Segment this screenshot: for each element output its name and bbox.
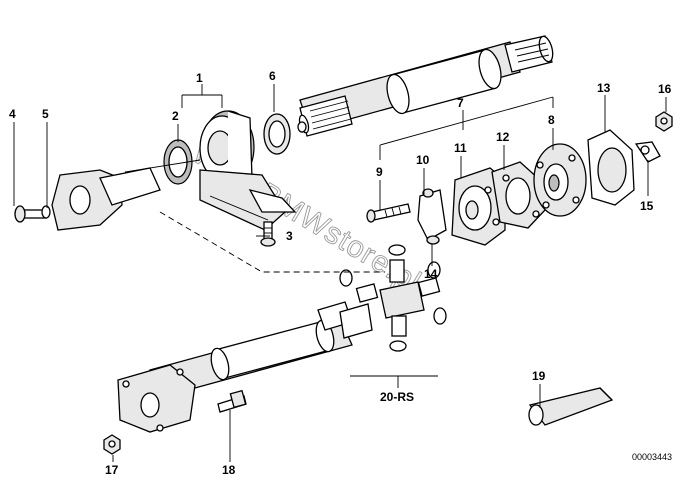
callout-12: 12 — [496, 130, 510, 144]
callout-3: 3 — [286, 229, 293, 243]
guibo-coupling[interactable] — [533, 143, 587, 217]
callout-6: 6 — [269, 69, 276, 83]
callout-labels: 1 2 3 4 5 6 7 8 9 10 11 12 13 14 15 16 1… — [9, 69, 672, 477]
flex-disc-bolt[interactable] — [366, 203, 411, 223]
callout-17: 17 — [105, 463, 119, 477]
hex-nut[interactable] — [655, 111, 673, 132]
yoke-bolt[interactable] — [14, 205, 51, 223]
callout-8: 8 — [548, 113, 555, 127]
callout-14: 14 — [424, 267, 438, 281]
assembly-dashed-line — [159, 211, 385, 273]
self-locking-nut[interactable] — [103, 434, 121, 455]
callout-15: 15 — [640, 199, 654, 213]
flange-yoke[interactable] — [51, 159, 201, 231]
callout-7: 7 — [457, 96, 464, 110]
seal-ring[interactable] — [263, 113, 307, 155]
grease-tube[interactable] — [528, 387, 614, 426]
retaining-clip[interactable] — [634, 141, 661, 163]
callout-10: 10 — [416, 153, 430, 167]
center-bearing-assembly[interactable] — [163, 110, 297, 231]
callout-2: 2 — [172, 109, 179, 123]
diagram-reference-code: 00003443 — [632, 452, 672, 462]
centering-flange[interactable] — [587, 129, 635, 206]
callout-19: 19 — [532, 369, 546, 383]
drive-flange[interactable] — [451, 167, 506, 246]
bearing-bolt[interactable] — [260, 221, 276, 247]
rear-propshaft-section[interactable] — [117, 301, 373, 433]
callout-18: 18 — [222, 463, 236, 477]
flex-disc[interactable] — [491, 161, 546, 229]
flange-bolt[interactable] — [217, 389, 247, 413]
clamp-plate[interactable] — [417, 188, 447, 245]
leader-lines — [13, 84, 667, 462]
callout-13: 13 — [597, 81, 611, 95]
front-propshaft-section[interactable] — [298, 35, 555, 137]
callout-16: 16 — [658, 82, 672, 96]
callout-20-rs: 20-RS — [380, 390, 414, 404]
callout-4: 4 — [9, 107, 16, 121]
callout-9: 9 — [376, 165, 383, 179]
callout-1: 1 — [196, 71, 203, 85]
callout-11: 11 — [454, 141, 467, 155]
callout-5: 5 — [42, 107, 49, 121]
universal-joint-kit[interactable] — [339, 244, 447, 352]
